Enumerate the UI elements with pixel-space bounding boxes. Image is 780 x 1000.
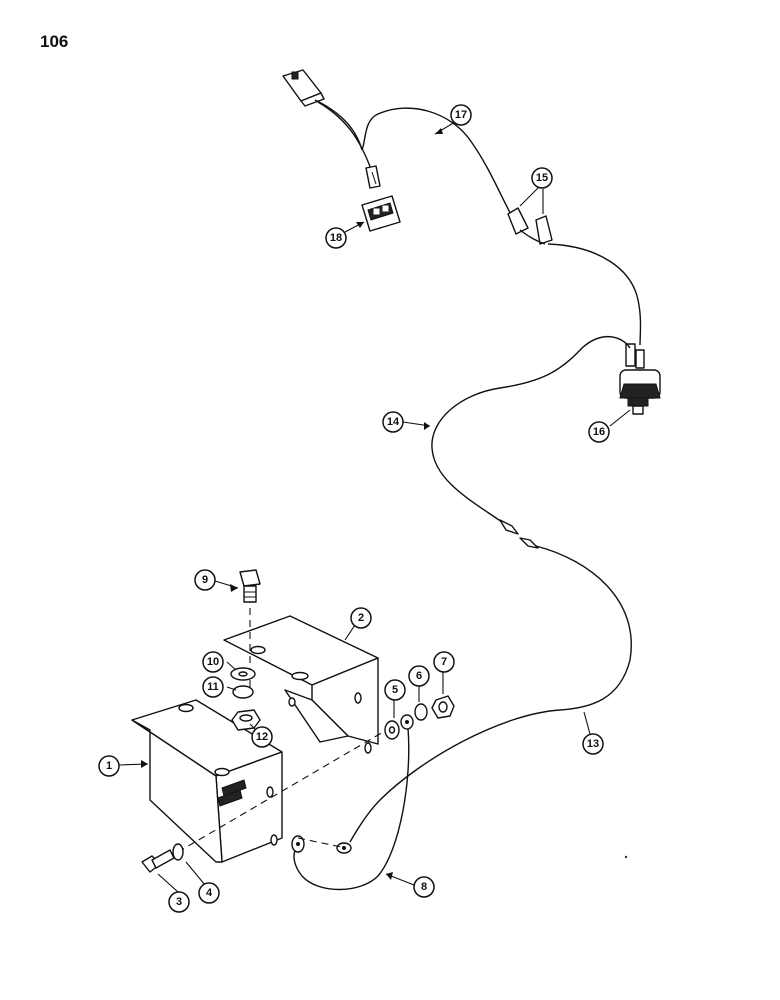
svg-text:9: 9 (202, 574, 208, 586)
ring-terminal-8 (291, 835, 305, 853)
bracket-1 (131, 699, 283, 863)
svg-text:11: 11 (207, 681, 219, 693)
assembly-line-terminal (297, 837, 347, 849)
callout-11: 11 (202, 676, 224, 698)
callout-15: 15 (531, 167, 553, 189)
ring-terminal-top (400, 714, 414, 730)
callout-10: 10 (202, 651, 224, 673)
svg-text:16: 16 (593, 426, 605, 438)
callout-16: 16 (588, 421, 610, 443)
svg-text:14: 14 (387, 416, 400, 428)
wire-13 (349, 545, 632, 843)
callout-7: 7 (433, 651, 455, 673)
splice-terminals-15 (507, 207, 553, 245)
ring-terminal-13 (336, 842, 352, 854)
washer-4 (172, 843, 184, 861)
callout-12: 12 (251, 726, 273, 748)
callout-8: 8 (413, 876, 435, 898)
nut-7 (431, 695, 455, 719)
callout-17: 17 (450, 104, 472, 126)
harness-wire-17 (314, 99, 516, 223)
callout-6: 6 (408, 665, 430, 687)
svg-text:15: 15 (536, 172, 548, 184)
fuse-terminal (365, 165, 381, 189)
page-number: 106 (40, 32, 69, 51)
callout-1: 1 (98, 755, 120, 777)
callout-4: 4 (198, 882, 220, 904)
lockwasher-11 (232, 685, 254, 699)
svg-text:12: 12 (256, 731, 268, 743)
wire-8 (293, 727, 410, 891)
svg-text:5: 5 (392, 684, 398, 696)
svg-text:17: 17 (455, 109, 467, 121)
bracket-2 (223, 615, 379, 754)
callout-2: 2 (350, 607, 372, 629)
svg-text:18: 18 (330, 232, 342, 244)
callout-9: 9 (194, 569, 216, 591)
svg-text:2: 2 (358, 612, 364, 624)
svg-text:10: 10 (207, 656, 219, 668)
svg-text:4: 4 (206, 887, 213, 899)
svg-text:8: 8 (421, 881, 427, 893)
harness-connector (282, 69, 325, 107)
fuse-18 (361, 195, 401, 232)
callout-13: 13 (582, 733, 604, 755)
wire-14 (431, 336, 631, 523)
assembly-line-lower (177, 727, 391, 853)
svg-text:1: 1 (106, 760, 112, 772)
callout-14: 14 (382, 411, 404, 433)
screw-3 (141, 849, 175, 873)
pressure-switch-16 (619, 343, 661, 415)
wire-to-switch (547, 243, 642, 346)
wire-14-connector (499, 519, 539, 549)
callout-5: 5 (384, 679, 406, 701)
bolt-9 (239, 569, 261, 603)
svg-text:13: 13 (587, 738, 599, 750)
svg-text:3: 3 (176, 896, 182, 908)
nut-12 (231, 709, 261, 731)
svg-text:6: 6 (416, 670, 422, 682)
svg-text:7: 7 (441, 656, 447, 668)
lockwasher-6 (414, 703, 428, 721)
callout-3: 3 (168, 891, 190, 913)
callout-18: 18 (325, 227, 347, 249)
